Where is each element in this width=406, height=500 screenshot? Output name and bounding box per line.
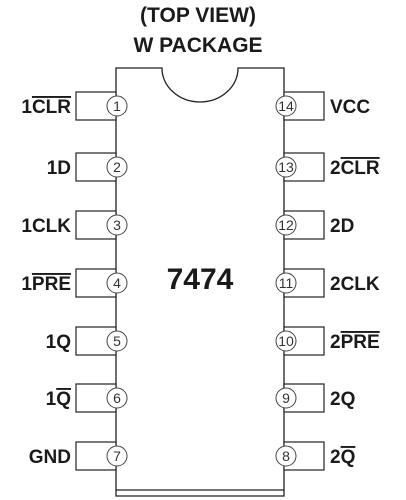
- pin-14-number-circle: [275, 95, 297, 117]
- pin-1-label-name: CLR: [32, 97, 71, 118]
- pin-12-number-circle: [275, 214, 297, 236]
- pin-11-label: 2CLK: [330, 274, 380, 295]
- pin-9-label-prefix: 2: [330, 389, 341, 410]
- pin-9-number: 9: [282, 390, 290, 406]
- pin-5-number: 5: [113, 333, 121, 349]
- pin-11-number: 11: [279, 275, 294, 291]
- pin-2-number-circle: [106, 156, 128, 178]
- pin-2-label-name: D: [57, 158, 71, 179]
- pin-9: 9 2Q: [275, 383, 355, 413]
- pin-4-number-circle: [106, 272, 128, 294]
- pin-8-number: 8: [282, 448, 290, 464]
- pin-5-number-circle: [106, 330, 128, 352]
- pin-14: 14 VCC: [275, 91, 370, 121]
- pin-14-number: 14: [278, 98, 294, 114]
- pin-12-label: 2D: [330, 216, 354, 237]
- pin-8-label-prefix: 2: [330, 447, 341, 468]
- pin-3-label-name: CLK: [32, 216, 71, 237]
- pin-5-label: 1Q: [46, 332, 71, 353]
- title-line-1: (TOP VIEW): [140, 4, 256, 27]
- pin-5: 5 1Q: [46, 326, 128, 356]
- pin-14-label: VCC: [330, 97, 370, 118]
- pin-10-label-name: PRE: [341, 332, 380, 353]
- pin-2-label-prefix: 1: [47, 158, 58, 179]
- pin-10-label-prefix: 2: [330, 332, 341, 353]
- pin-10-number-circle: [275, 330, 297, 352]
- pin-7: 7 GND: [29, 441, 128, 471]
- pin-1-number: 1: [113, 98, 121, 114]
- pin-14-label-name: VCC: [330, 97, 370, 118]
- pin-7-number-circle: [106, 445, 128, 467]
- pin-13-label-name: CLR: [341, 158, 380, 179]
- pin-13-label-prefix: 2: [330, 158, 341, 179]
- pin-1-label: 1CLR: [21, 97, 71, 118]
- pin-11: 11 2CLK: [275, 268, 380, 298]
- pin-8-label: 2Q: [330, 447, 355, 468]
- pin-11-label-prefix: 2: [330, 274, 341, 295]
- pin-6-label-prefix: 1: [46, 389, 57, 410]
- pin-1-number-circle: [106, 95, 128, 117]
- pin-12: 12 2D: [275, 210, 354, 240]
- pin-3: 3 1CLK: [21, 210, 128, 240]
- pin-13-label: 2CLR: [330, 158, 380, 179]
- pin-3-number: 3: [113, 217, 121, 233]
- pin-4-label-name: PRE: [32, 274, 71, 295]
- pin-13-number: 13: [278, 159, 294, 175]
- pin-1-label-prefix: 1: [21, 97, 32, 118]
- pin-3-label-prefix: 1: [21, 216, 32, 237]
- pin-10-label: 2PRE: [330, 332, 380, 353]
- pin-6-number-circle: [106, 387, 128, 409]
- pin-9-label: 2Q: [330, 389, 355, 410]
- pin-8-label-name: Q: [341, 447, 356, 468]
- pin-12-number: 12: [278, 217, 294, 233]
- pin-6-number: 6: [113, 390, 121, 406]
- pin-4: 4 1PRE: [21, 268, 128, 298]
- pin-3-label: 1CLK: [21, 216, 71, 237]
- pin-3-number-circle: [106, 214, 128, 236]
- pin-11-number-circle: [275, 272, 297, 294]
- pin-9-label-name: Q: [341, 389, 356, 410]
- pin-2-number: 2: [113, 159, 121, 175]
- pin-12-label-prefix: 2: [330, 216, 341, 237]
- pin-7-label: GND: [29, 447, 71, 468]
- pin-4-label-prefix: 1: [21, 274, 32, 295]
- pin-10-number: 10: [278, 333, 294, 349]
- pin-2: 2 1D: [47, 152, 128, 182]
- pin-5-label-prefix: 1: [46, 332, 57, 353]
- chip-body: [115, 67, 285, 497]
- pin-2-label: 1D: [47, 158, 71, 179]
- pin-13: 13 2CLR: [275, 152, 380, 182]
- pin-12-label-name: D: [341, 216, 355, 237]
- pin-6-label: 1Q: [46, 389, 71, 410]
- pin-11-label-name: CLK: [341, 274, 380, 295]
- pin-4-number: 4: [113, 275, 121, 291]
- title-line-2: W PACKAGE: [133, 34, 262, 57]
- pin-6-label-name: Q: [56, 389, 71, 410]
- pin-4-label: 1PRE: [21, 274, 71, 295]
- pin-8-number-circle: [275, 445, 297, 467]
- pin-7-lead: [75, 441, 117, 471]
- pin-9-number-circle: [275, 387, 297, 409]
- pin-8: 8 2Q: [275, 441, 355, 471]
- pin-7-number: 7: [113, 448, 121, 464]
- pin-10: 10 2PRE: [275, 326, 380, 356]
- chip-part-number: 7474: [167, 263, 234, 296]
- pin-5-label-name: Q: [56, 332, 71, 353]
- pin-13-number-circle: [275, 156, 297, 178]
- pin-7-label-name: GND: [29, 447, 71, 468]
- pin-6: 6 1Q: [46, 383, 128, 413]
